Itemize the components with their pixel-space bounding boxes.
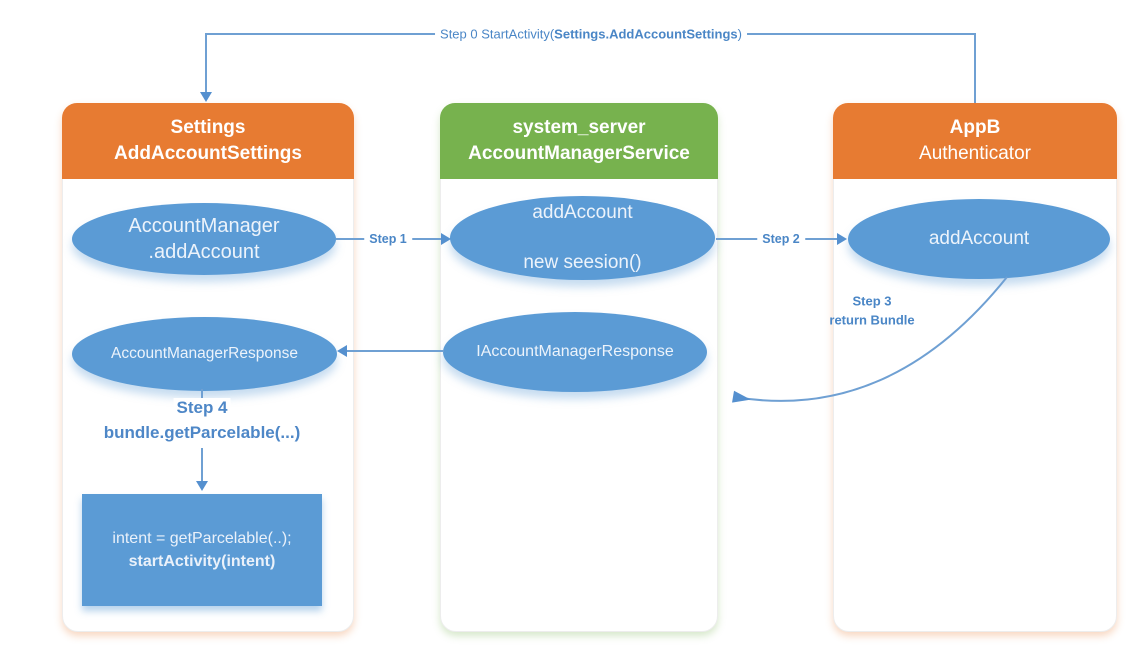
node-addaccount-newsession: addAccount new seesion()	[450, 196, 715, 280]
step1-arrowhead-icon	[441, 233, 451, 245]
intent-code-line2: startActivity(intent)	[128, 553, 276, 570]
column-appb-title: AppB	[949, 117, 1001, 139]
step2-label: Step 2	[757, 232, 805, 246]
step3-label-line1: Step 3	[852, 293, 892, 309]
column-appb-header: AppB Authenticator	[833, 103, 1117, 179]
step4-arrowhead-icon	[196, 481, 208, 491]
node-addaccount-line2: new seesion()	[523, 252, 642, 273]
step4-label-line1: Step 4	[173, 398, 231, 418]
intent-code-box: intent = getParcelable(..); startActivit…	[82, 494, 322, 606]
step4-line	[201, 448, 203, 482]
node-accountmanager-addaccount: AccountManager .addAccount	[72, 203, 336, 275]
column-settings-subtitle: AddAccountSettings	[114, 143, 302, 164]
column-system-server-title: system_server	[512, 117, 646, 139]
step2-arrowhead-icon	[837, 233, 847, 245]
column-system-server-subtitle: AccountManagerService	[468, 143, 690, 164]
step4-label-line2: bundle.getParcelable(...)	[100, 423, 304, 443]
response-return-line	[346, 350, 444, 352]
column-appb-subtitle: Authenticator	[919, 143, 1031, 164]
step0-label: Step 0 StartActivity(Settings.AddAccount…	[435, 26, 747, 42]
column-system-server-header: system_server AccountManagerService	[440, 103, 718, 179]
node-accountmanagerresponse: AccountManagerResponse	[72, 317, 337, 391]
node-iaccountmanagerresponse-label: IAccountManagerResponse	[476, 343, 674, 360]
step1-label: Step 1	[364, 232, 412, 246]
step4-stub-line	[201, 389, 203, 398]
intent-code-line1: intent = getParcelable(..);	[112, 529, 292, 547]
column-settings-header: Settings AddAccountSettings	[62, 103, 354, 179]
node-addaccount-line1: addAccount	[532, 202, 633, 223]
step0-label-bold: Settings.AddAccountSettings	[554, 26, 738, 42]
response-return-arrowhead-icon	[337, 345, 347, 357]
step0-label-suffix: )	[737, 26, 742, 42]
step0-arrowhead-icon	[200, 92, 212, 102]
step0-connector-right-drop	[974, 33, 976, 103]
node-iaccountmanagerresponse: IAccountManagerResponse	[443, 312, 707, 392]
node-accountmanager-line1: AccountManager	[128, 215, 280, 237]
step0-connector-left-drop	[205, 33, 207, 93]
step0-label-prefix: Step 0 StartActivity(	[440, 26, 555, 42]
step3-label-line2: return Bundle	[829, 312, 915, 328]
column-appb: AppB Authenticator	[833, 103, 1117, 632]
node-addaccount-authenticator: addAccount	[848, 199, 1110, 279]
column-settings-title: Settings	[170, 117, 246, 139]
node-addaccount-authenticator-label: addAccount	[928, 228, 1030, 249]
node-accountmanager-line2: .addAccount	[148, 241, 260, 263]
node-accountmanagerresponse-label: AccountManagerResponse	[111, 345, 298, 362]
